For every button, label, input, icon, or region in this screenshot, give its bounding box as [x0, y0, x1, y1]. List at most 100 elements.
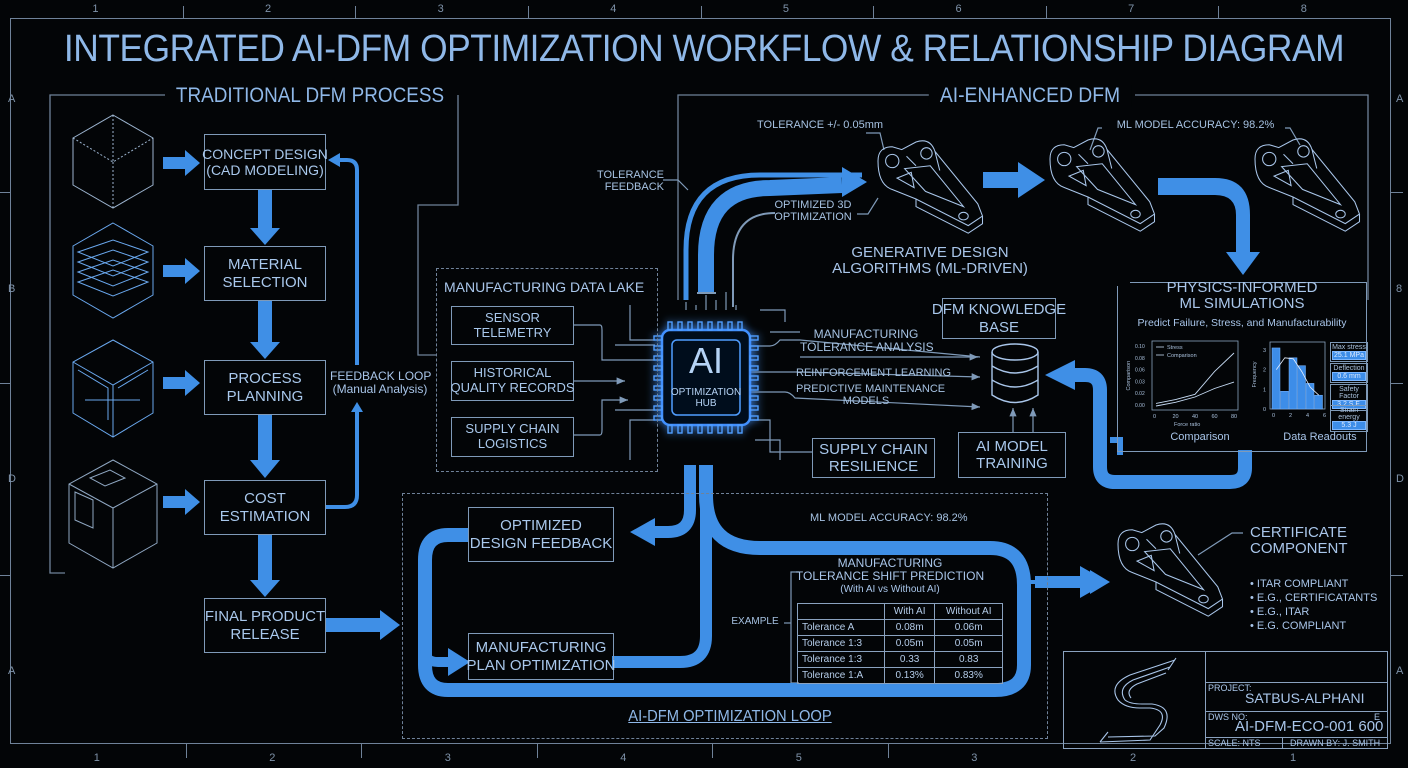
chip-pin [749, 405, 759, 411]
chip-pin [717, 321, 723, 331]
traditional-heading: TRADITIONAL DFM PROCESS [166, 84, 454, 108]
row-marker: D [1396, 473, 1404, 485]
certificate-bullet: • E.G. COMPLIANT [1250, 620, 1347, 632]
tolerance-table-subtitle: (With AI vs Without AI) [840, 584, 940, 595]
y-tick-label: 2 [1263, 368, 1266, 374]
step-label: FINAL PRODUCT RELEASE [204, 608, 326, 643]
data-lake-heading: MANUFACTURING DATA LAKE [444, 279, 645, 295]
physics-return-pipe [1072, 368, 1252, 489]
source-historical-records[interactable]: HISTORICAL QUALITY RECORDS [451, 361, 575, 401]
refined-part-icon [1049, 138, 1156, 232]
tolerance-note: TOLERANCE +/- 0.05mm [757, 119, 884, 131]
optimization-pipe-outer [683, 172, 862, 300]
certificate-bullets: • ITAR COMPLIANT• E.G., CERTIFICATANTS• … [1250, 577, 1377, 633]
chip-pin [653, 395, 663, 401]
step-process-planning[interactable]: PROCESS PLANNING [204, 360, 326, 415]
column-marker: 7 [1128, 3, 1135, 15]
row-marker: A [8, 665, 16, 677]
drawing-border [10, 18, 1391, 744]
step-label: MATERIAL SELECTION [222, 256, 308, 291]
line-chart-frame [1151, 340, 1239, 411]
histogram-bar [1297, 365, 1306, 410]
ruler-tick [0, 383, 10, 384]
table-cell: 0.83% [934, 667, 1003, 684]
column-marker: 2 [1130, 752, 1137, 764]
readout-label: Strain energy [1338, 407, 1360, 421]
feedback-loop-label: FEEDBACK LOOP (Manual Analysis) [330, 369, 432, 396]
column-marker: 8 [1300, 3, 1307, 15]
ruler-tick [536, 744, 538, 758]
input-arrow-4 [163, 489, 200, 515]
source-supply-chain[interactable]: SUPPLY CHAIN LOGISTICS [451, 417, 574, 457]
column-marker: 1 [92, 3, 99, 15]
knowledge-base-box[interactable]: DFM KNOWLEDGE BASE [932, 298, 1066, 339]
column-marker: 6 [955, 3, 962, 15]
row-marker: 8 [1396, 283, 1403, 295]
x-tick-label: 60 [1212, 414, 1218, 420]
density-curve [1275, 357, 1320, 396]
release-arrow [325, 610, 400, 640]
y-tick-label: 3 [1263, 348, 1266, 354]
plan-optimization-box[interactable]: MANUFACTURING PLAN OPTIMIZATION [467, 633, 615, 680]
step-label: CONCEPT DESIGN (CAD MODELING) [202, 145, 328, 178]
histogram-bar [1280, 391, 1289, 410]
chip-pin [749, 365, 759, 371]
drawn-by-value: DRAWN BY: J. SMITH [1290, 738, 1381, 748]
column-marker: 4 [610, 3, 617, 15]
chip-pin [749, 375, 759, 381]
source-sensor-telemetry[interactable]: SENSOR TELEMETRY [451, 306, 574, 345]
readout-label: Deflection [1333, 365, 1365, 372]
column-marker: 3 [444, 752, 451, 764]
box-assembly-icon [68, 459, 158, 569]
x-tick-label: 80 [1231, 414, 1237, 420]
chip-pin [737, 321, 743, 331]
column-marker: 3 [971, 752, 978, 764]
chip-pin [653, 365, 663, 371]
chip-pin [653, 375, 663, 381]
ruler-tick [873, 6, 875, 18]
y-tick-label: 0.06 [1135, 368, 1145, 374]
x-tick-label: 0 [1153, 414, 1156, 420]
chip-pin [667, 321, 673, 331]
input-arrow-2 [163, 258, 200, 284]
input-arrow-3 [163, 370, 200, 396]
row-marker: A [1396, 665, 1404, 677]
step-arrow-1 [250, 190, 280, 245]
histogram-bar [1288, 357, 1298, 410]
step-concept-design[interactable]: CONCEPT DESIGN (CAD MODELING) [202, 134, 328, 190]
y-tick-label: 0.02 [1135, 391, 1145, 397]
chip-pin [749, 415, 759, 421]
example-label: EXAMPLE [731, 616, 779, 627]
chip-pin [653, 345, 663, 351]
feedback-loop-line [325, 410, 359, 509]
step-arrow-3 [250, 415, 280, 478]
supply-chain-resilience-box[interactable]: SUPPLY CHAIN RESILIENCE [812, 438, 935, 478]
histogram-bar [1305, 383, 1315, 410]
project-value: SATBUS-ALPHANI [1245, 690, 1365, 706]
step-material-selection[interactable]: MATERIAL SELECTION [204, 246, 326, 301]
chip-pin [749, 385, 759, 391]
column-marker: 1 [1290, 752, 1297, 764]
model-training-box[interactable]: AI MODEL TRAINING [958, 432, 1066, 478]
readout-value: 25.1 MPa [1332, 351, 1366, 360]
step-final-release[interactable]: FINAL PRODUCT RELEASE [204, 598, 326, 653]
histogram-bar [1271, 347, 1281, 410]
readout-label: Max stress [1332, 344, 1366, 351]
chip-pin [707, 424, 713, 434]
chip-pin [717, 424, 723, 434]
physics-subtitle: Predict Failure, Stress, and Manufactura… [1137, 317, 1347, 329]
chip-pin [667, 424, 673, 434]
column-marker: 3 [437, 3, 444, 15]
chip-pin [737, 424, 743, 434]
chip-pin [653, 385, 663, 391]
readouts-caption: Data Readouts [1283, 431, 1357, 443]
chip-pin [653, 415, 663, 421]
design-feedback-box[interactable]: OPTIMIZED DESIGN FEEDBACK [468, 507, 614, 562]
box-label: SUPPLY CHAIN RESILIENCE [819, 440, 928, 475]
row-marker: B [8, 283, 16, 295]
legend-label: Comparison [1167, 353, 1197, 359]
step-cost-estimation[interactable]: COST ESTIMATION [204, 480, 326, 535]
